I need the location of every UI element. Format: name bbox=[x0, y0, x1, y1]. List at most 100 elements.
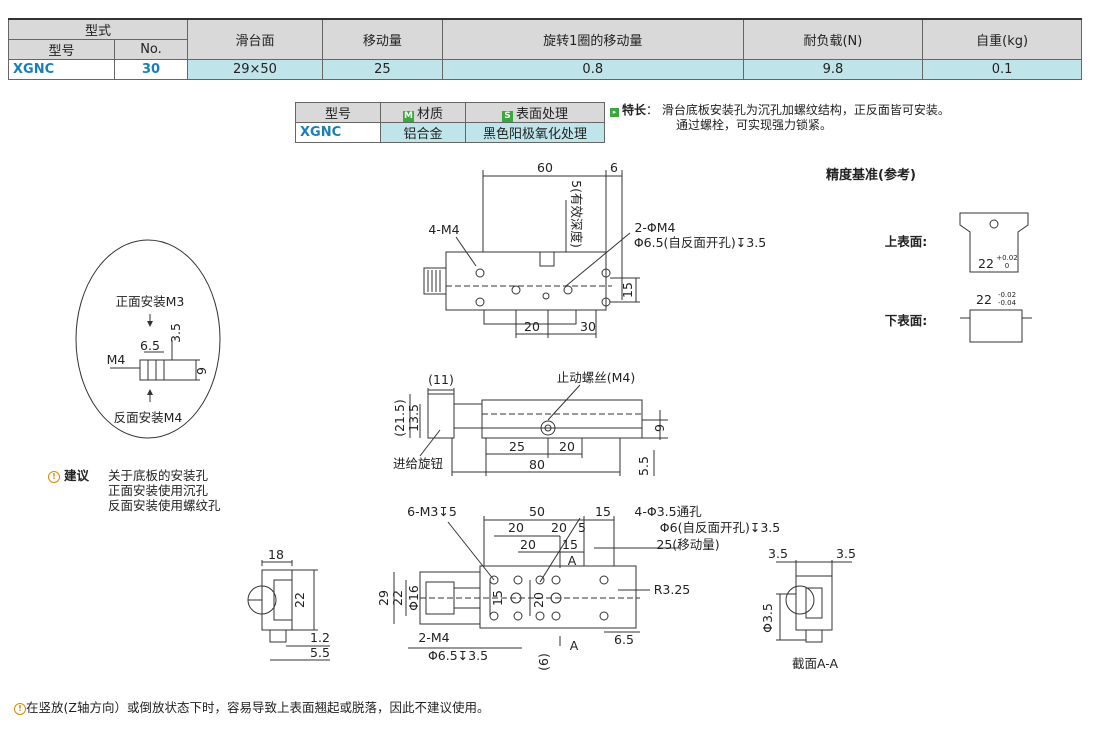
bottom-cb2: Φ6.5↧3.5 bbox=[428, 648, 488, 663]
bottom-dim-22: 22 bbox=[390, 590, 405, 606]
side-dim-21-5: (21.5) bbox=[392, 399, 407, 437]
bottom-dim-15b: 15 bbox=[562, 537, 578, 552]
left-dim-22: 22 bbox=[292, 592, 307, 608]
bottom-dim-6: (6) bbox=[536, 653, 551, 671]
accuracy-upper-tol-top: +0.02 bbox=[996, 254, 1017, 262]
top-view bbox=[423, 170, 640, 338]
bottom-view bbox=[393, 516, 680, 649]
bottom-counterbore: Φ6(自反面开孔)↧3.5 bbox=[660, 520, 780, 535]
left-dim-5-5: 5.5 bbox=[310, 645, 330, 660]
material-cell-material: 铝合金 bbox=[380, 122, 466, 143]
material-cell-surface: 黑色阳极氧化处理 bbox=[465, 122, 605, 143]
spec-cell-travel: 25 bbox=[321, 59, 443, 80]
bottom-section-mark-bottom: A bbox=[570, 638, 579, 653]
spec-header-travel: 移动量 bbox=[321, 18, 443, 60]
accuracy-upper-label: 上表面: bbox=[885, 234, 928, 249]
recommendation-line-1: 关于底板的安装孔 bbox=[108, 468, 209, 483]
bottom-dim-20b: 20 bbox=[551, 520, 567, 535]
side-stop-screw: 止动螺丝(M4) bbox=[557, 370, 636, 385]
spec-header-type: 型式 bbox=[8, 18, 188, 40]
top-dim-6: 6 bbox=[610, 160, 618, 175]
section-view bbox=[776, 560, 852, 643]
side-view bbox=[409, 384, 668, 476]
side-dim-9: 9 bbox=[652, 424, 667, 432]
bottom-dim-15c: 15 bbox=[490, 590, 505, 606]
side-dim-80: 80 bbox=[529, 457, 545, 472]
footer-note-text: 在竖放(Z轴方向）或倒放状态下时，容易导致上表面翘起或脱落，因此不建议使用。 bbox=[26, 700, 490, 715]
bottom-dim-20a: 20 bbox=[508, 520, 524, 535]
bottom-dim-20d: 20 bbox=[531, 592, 546, 608]
circle-bottom-label: 反面安装M4 bbox=[114, 410, 183, 425]
feature-line-1: 滑台底板安装孔为沉孔加螺纹结构，正反面皆可安装。 bbox=[661, 103, 950, 117]
circle-m4: M4 bbox=[107, 352, 126, 367]
circle-dim-9: 9 bbox=[194, 367, 209, 375]
bottom-m3-holes: 6-M3↧5 bbox=[407, 504, 457, 519]
top-counterbore: Φ6.5(自反面开孔)↧3.5 bbox=[634, 235, 766, 250]
top-depth-note: 5(有效深度) bbox=[569, 180, 584, 248]
bottom-section-mark-top: A bbox=[568, 553, 577, 568]
recommendation-line-2: 正面安装使用沉孔 bbox=[108, 483, 209, 498]
section-caption: 截面A-A bbox=[792, 656, 839, 671]
feature-line-2: 通过螺栓，可实现强力锁紧。 bbox=[676, 118, 833, 132]
side-dim-11: (11) bbox=[428, 372, 454, 387]
circle-dim-3-5: 3.5 bbox=[168, 323, 183, 343]
circle-dim-6-5: 6.5 bbox=[140, 338, 160, 353]
recommendation-label: 建议 bbox=[63, 468, 89, 483]
spec-header-model: 型号 bbox=[8, 39, 115, 60]
warning-icon: ! bbox=[14, 703, 26, 715]
accuracy-lower-box bbox=[960, 309, 1032, 343]
side-dim-25: 25 bbox=[509, 439, 525, 454]
material-cell-model: XGNC bbox=[295, 122, 381, 143]
spec-cell-model: XGNC bbox=[8, 59, 115, 80]
footer-note: !在竖放(Z轴方向）或倒放状态下时，容易导致上表面翘起或脱落，因此不建议使用。 bbox=[14, 700, 489, 715]
accuracy-lower-value: 22 bbox=[976, 292, 992, 307]
side-dim-20: 20 bbox=[559, 439, 575, 454]
spec-cell-load: 9.8 bbox=[742, 59, 924, 80]
side-feed-knob: 进给旋钮 bbox=[393, 456, 443, 471]
recommendation-line-3: 反面安装使用螺纹孔 bbox=[108, 498, 221, 513]
top-dim-30: 30 bbox=[580, 319, 596, 334]
bottom-travel: 25(移动量) bbox=[656, 537, 719, 552]
top-dim-60: 60 bbox=[537, 160, 553, 175]
top-m4-holes: 4-M4 bbox=[428, 222, 459, 237]
bottom-phi16: Φ16 bbox=[406, 585, 421, 611]
accuracy-lower-tol-bottom: -0.04 bbox=[998, 299, 1017, 307]
accuracy-upper-box bbox=[959, 212, 1029, 273]
surface-badge-icon: S bbox=[501, 111, 513, 122]
spec-header-travel-per-turn: 旋转1圈的移动量 bbox=[441, 18, 744, 60]
spec-header-load: 耐负载(N) bbox=[742, 18, 924, 60]
recommendation: ! 建议 bbox=[48, 468, 89, 483]
circle-top-label: 正面安装M3 bbox=[116, 294, 185, 309]
spec-cell-weight: 0.1 bbox=[922, 59, 1082, 80]
accuracy-title: 精度基准(参考) bbox=[826, 168, 916, 183]
section-dim-3-5a: 3.5 bbox=[768, 546, 788, 561]
bottom-dim-6-5: 6.5 bbox=[614, 632, 634, 647]
spec-cell-slide-face: 29×50 bbox=[187, 59, 323, 80]
left-dim-18: 18 bbox=[268, 547, 284, 562]
top-dim-15: 15 bbox=[620, 282, 635, 298]
accuracy-lower-label: 下表面: bbox=[885, 313, 928, 328]
bottom-dim-5: 5 bbox=[578, 520, 586, 535]
left-view bbox=[247, 560, 330, 661]
spec-cell-no: 30 bbox=[114, 59, 188, 80]
feature-note: ▸特长： 滑台底板安装孔为沉孔加螺纹结构，正反面皆可安装。 通过螺栓，可实现强力… bbox=[610, 103, 950, 133]
bottom-dim-29: 29 bbox=[376, 590, 391, 606]
bottom-dim-15: 15 bbox=[595, 504, 611, 519]
warning-icon: ! bbox=[48, 471, 60, 483]
section-phi-3-5: Φ3.5 bbox=[760, 603, 775, 633]
side-dim-13-5: 13.5 bbox=[406, 404, 421, 432]
material-badge-icon: M bbox=[402, 111, 414, 122]
bottom-dim-20c: 20 bbox=[520, 537, 536, 552]
left-dim-1-2: 1.2 bbox=[310, 630, 330, 645]
spec-header-weight: 自重(kg) bbox=[922, 18, 1082, 60]
accuracy-upper-tol-bottom: 0 bbox=[1005, 262, 1009, 270]
bottom-dim-50: 50 bbox=[529, 504, 545, 519]
bottom-r325: R3.25 bbox=[654, 582, 691, 597]
spec-table: 型式 滑台面 移动量 旋转1圈的移动量 耐负载(N) 自重(kg) 型号 No.… bbox=[8, 18, 1082, 80]
top-dim-20: 20 bbox=[524, 319, 540, 334]
spec-cell-travel-per-turn: 0.8 bbox=[441, 59, 744, 80]
